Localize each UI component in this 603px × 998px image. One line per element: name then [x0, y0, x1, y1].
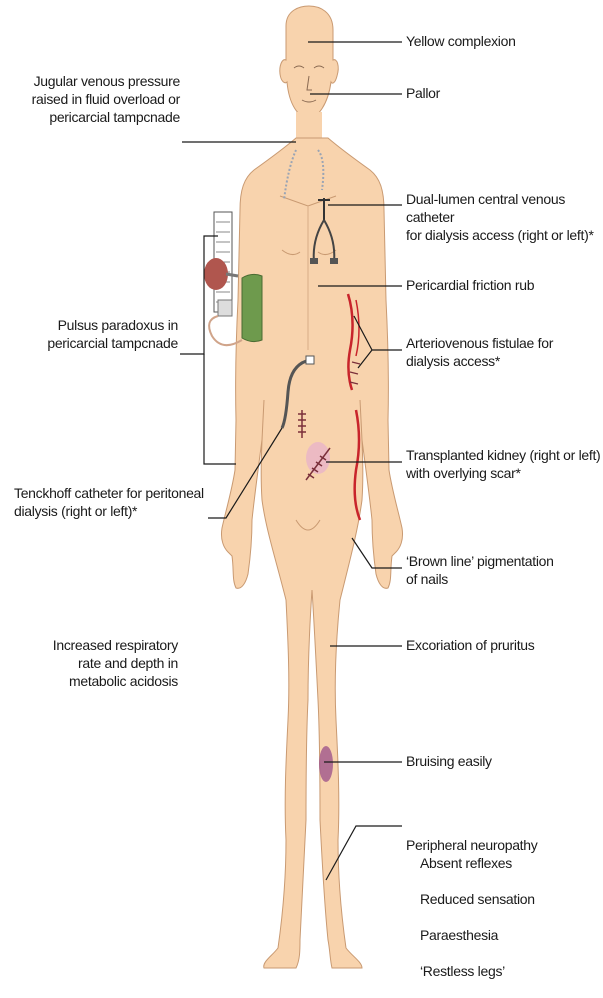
label-jvp: Jugular venous pressure raised in fluid …: [20, 72, 180, 126]
label-excoriation: Excoriation of pruritus: [406, 636, 535, 654]
label-transplanted-kidney: Transplanted kidney (right or left) with…: [406, 446, 600, 482]
label-yellow-complexion: Yellow complexion: [406, 32, 516, 50]
neuropathy-item: Paraesthesia: [406, 926, 537, 944]
neuropathy-title: Peripheral neuropathy: [406, 837, 537, 853]
neuropathy-item: ‘Restless legs’: [406, 962, 537, 980]
bruise: [319, 746, 333, 782]
label-neuropathy: Peripheral neuropathy Absent reflexes Re…: [406, 818, 537, 998]
label-respiratory: Increased respiratory rate and depth in …: [20, 636, 178, 690]
label-friction-rub: Pericardial friction rub: [406, 276, 534, 294]
label-bruising: Bruising easily: [406, 752, 492, 770]
leader-pulsus-bracket: [204, 354, 236, 464]
neuropathy-item: Reduced sensation: [406, 890, 537, 908]
label-pulsus-paradoxus: Pulsus paradoxus in pericarcial tampcnad…: [20, 316, 178, 352]
label-pallor: Pallor: [406, 84, 440, 102]
bp-bulb: [204, 258, 238, 290]
neuropathy-item: Absent reflexes: [406, 854, 537, 872]
label-brown-line: ‘Brown line’ pigmentation of nails: [406, 552, 554, 588]
body-figure: [221, 6, 402, 968]
label-central-venous-catheter: Dual-lumen central venous catheter for d…: [406, 190, 602, 244]
label-av-fistulae: Arteriovenous fistulae for dialysis acce…: [406, 334, 553, 370]
label-tenckhoff: Tenckhoff catheter for peritoneal dialys…: [14, 484, 208, 520]
